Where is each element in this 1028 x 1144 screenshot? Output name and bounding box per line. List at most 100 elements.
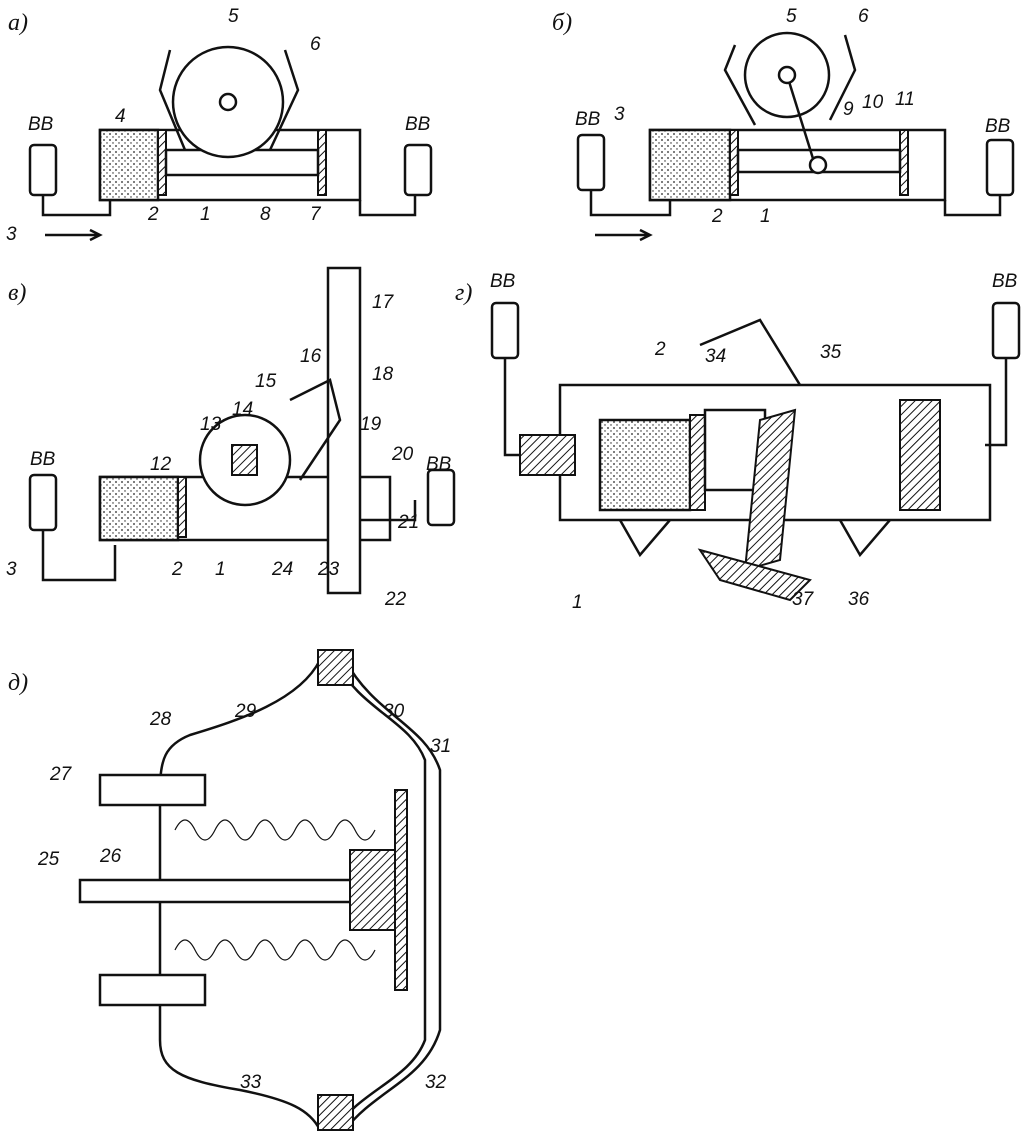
piston-chamber bbox=[648, 128, 732, 202]
label-5: 5 bbox=[228, 6, 239, 27]
label-8: 8 bbox=[260, 204, 271, 225]
piston-chamber bbox=[98, 128, 160, 202]
air-pipe-left bbox=[41, 530, 117, 582]
label-24: 24 bbox=[271, 559, 293, 580]
label-bb-left: ВВ bbox=[30, 449, 56, 470]
label-17: 17 bbox=[372, 292, 395, 313]
panel-d: д) 28 29 30 31 27 26 25 33 32 bbox=[8, 649, 451, 1131]
label-2: 2 bbox=[711, 206, 723, 227]
air-receiver-left bbox=[490, 301, 520, 360]
air-pipe-right bbox=[943, 195, 1002, 217]
lever bbox=[785, 74, 817, 166]
label-6: 6 bbox=[858, 6, 869, 27]
panel-d-title: д) bbox=[8, 670, 28, 696]
panel-g-title: г) bbox=[455, 280, 472, 306]
flow-arrow bbox=[45, 228, 103, 242]
label-29: 29 bbox=[234, 701, 257, 722]
label-4: 4 bbox=[115, 106, 126, 127]
label-32: 32 bbox=[425, 1072, 447, 1093]
brake-shoes bbox=[723, 34, 857, 126]
flow-arrow bbox=[595, 228, 653, 242]
spring-upper bbox=[174, 819, 376, 841]
label-26: 26 bbox=[99, 846, 122, 867]
label-6: 6 bbox=[310, 34, 321, 55]
air-receiver-right bbox=[985, 138, 1015, 197]
label-28: 28 bbox=[149, 709, 172, 730]
lever-pin bbox=[808, 155, 828, 175]
piston-chamber bbox=[98, 475, 180, 542]
air-pipe-right bbox=[358, 195, 417, 217]
label-37: 37 bbox=[792, 589, 815, 610]
air-pipe-left bbox=[589, 190, 672, 217]
spring-lower bbox=[174, 939, 376, 961]
air-pipe-left bbox=[41, 195, 112, 217]
label-20: 20 bbox=[391, 444, 414, 465]
wedge-lever bbox=[743, 408, 797, 572]
panel-b-title: б) bbox=[552, 10, 572, 36]
panel-a: а) 5 6 4 ВВ ВВ 3 2 1 8 7 bbox=[6, 6, 433, 245]
chamber-cover bbox=[333, 659, 427, 1131]
piston-chamber bbox=[598, 418, 692, 512]
label-2: 2 bbox=[147, 204, 159, 225]
clamp-top bbox=[317, 649, 354, 686]
label-5: 5 bbox=[786, 6, 797, 27]
air-receiver-right bbox=[403, 143, 433, 197]
label-1: 1 bbox=[200, 204, 211, 225]
label-14: 14 bbox=[232, 399, 253, 420]
label-30: 30 bbox=[383, 701, 405, 722]
air-receiver-left bbox=[28, 143, 58, 197]
panel-g: г) ВВ ВВ 2 34 35 1 37 36 bbox=[455, 271, 1021, 613]
label-36: 36 bbox=[848, 589, 870, 610]
label-3: 3 bbox=[6, 559, 17, 580]
label-31: 31 bbox=[430, 736, 451, 757]
label-10: 10 bbox=[862, 92, 884, 113]
label-1: 1 bbox=[760, 206, 771, 227]
label-1: 1 bbox=[215, 559, 226, 580]
mounting-bolt-lower bbox=[98, 973, 207, 1007]
label-bb-right: ВВ bbox=[985, 116, 1011, 137]
air-receiver-right bbox=[991, 301, 1021, 360]
air-pipe-left bbox=[503, 358, 525, 457]
label-bb-right: ВВ bbox=[426, 454, 452, 475]
mounting-bolt-upper bbox=[98, 773, 207, 807]
air-pipe-right bbox=[360, 500, 417, 522]
label-35: 35 bbox=[820, 342, 842, 363]
cam-axle bbox=[777, 65, 797, 85]
label-9: 9 bbox=[843, 99, 854, 120]
clamp-bottom bbox=[317, 1094, 354, 1131]
label-33: 33 bbox=[240, 1072, 262, 1093]
panel-v-title: в) bbox=[8, 280, 26, 306]
label-19: 19 bbox=[360, 414, 382, 435]
piston bbox=[689, 414, 706, 511]
diaphragm bbox=[343, 659, 442, 1131]
label-1: 1 bbox=[572, 592, 583, 613]
air-receiver-left bbox=[576, 133, 606, 192]
label-18: 18 bbox=[372, 364, 394, 385]
label-15: 15 bbox=[255, 371, 277, 392]
label-bb-left: ВВ bbox=[28, 114, 54, 135]
label-22: 22 bbox=[384, 589, 407, 610]
air-pipe-right bbox=[985, 358, 1008, 447]
label-2: 2 bbox=[171, 559, 183, 580]
label-21: 21 bbox=[397, 512, 419, 533]
label-11: 11 bbox=[895, 89, 915, 110]
mounting-brackets bbox=[618, 318, 891, 558]
pressure-disc bbox=[394, 789, 408, 991]
label-7: 7 bbox=[310, 204, 322, 225]
label-bb-right: ВВ bbox=[405, 114, 431, 135]
label-12: 12 bbox=[150, 454, 172, 475]
label-13: 13 bbox=[200, 414, 222, 435]
cam-axle bbox=[218, 92, 238, 112]
label-25: 25 bbox=[37, 849, 60, 870]
air-receiver-left bbox=[28, 473, 58, 532]
brake-shoes bbox=[158, 49, 300, 151]
air-receiver-right bbox=[426, 468, 456, 527]
wedge-base bbox=[697, 548, 812, 602]
panel-v: в) 17 16 15 18 14 13 19 20 12 21 ВВ ВВ 3… bbox=[6, 266, 456, 610]
label-3: 3 bbox=[614, 104, 625, 125]
label-bb-right: ВВ bbox=[992, 271, 1018, 292]
pawl-lever bbox=[289, 378, 342, 481]
piston-left bbox=[177, 476, 187, 538]
